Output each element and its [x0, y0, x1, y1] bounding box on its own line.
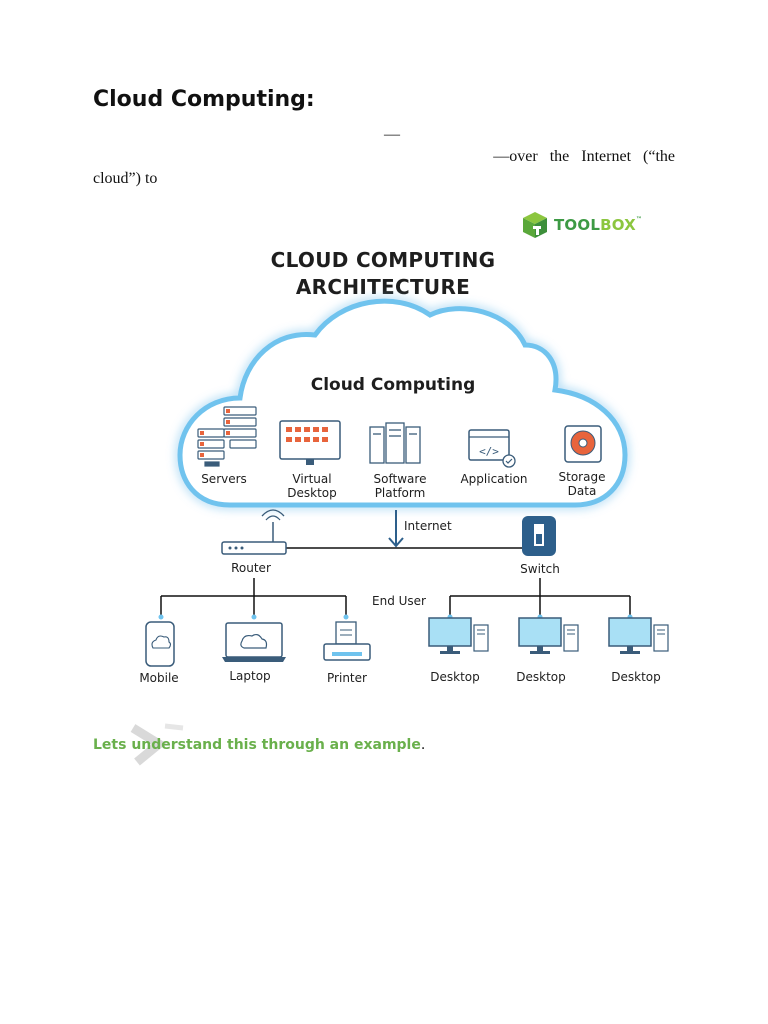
end-user-label: End User: [372, 594, 426, 608]
storage-data-icon: [564, 425, 602, 463]
body-text-line: cloud”) to: [93, 170, 158, 187]
internet-label: Internet: [404, 519, 452, 533]
device-label: Laptop: [229, 669, 270, 683]
toolbox-cube-icon: [523, 212, 547, 238]
cloud-item-label: Data: [568, 484, 597, 498]
text-dash: —: [384, 126, 400, 143]
cloud-item-label: Platform: [375, 486, 426, 500]
toolbox-logo: TOOLBOX™: [522, 211, 642, 239]
cloud-item-label: Storage: [559, 470, 606, 484]
cloud-item-label: Servers: [201, 472, 247, 486]
end-user-tree-right: [449, 578, 631, 618]
chevron-watermark-icon: [130, 723, 184, 766]
svg-text:</>: </>: [479, 445, 499, 458]
switch-icon: [522, 516, 556, 556]
laptop-icon: [222, 622, 286, 662]
diagram-title-line1: CLOUD COMPUTING: [270, 248, 496, 272]
diagram-title-line2: ARCHITECTURE: [295, 275, 471, 299]
device-label: Mobile: [139, 671, 178, 685]
desktop-icon: [608, 617, 669, 654]
body-text-line: —over the Internet (“the: [493, 148, 675, 165]
software-platform-icon: [369, 422, 421, 464]
mobile-icon: [145, 621, 175, 667]
cloud-label: Cloud Computing: [311, 375, 476, 395]
cloud-architecture-diagram: Cloud Computing </>: [139, 298, 669, 685]
device-label: Desktop: [430, 670, 480, 684]
router-label: Router: [231, 561, 271, 575]
switch-label: Switch: [520, 562, 560, 576]
example-text: Lets understand this through an example.: [93, 737, 426, 753]
device-label: Desktop: [611, 670, 661, 684]
router-icon: [221, 509, 287, 555]
desktop-icon: [428, 617, 489, 654]
application-icon: </>: [468, 429, 516, 468]
toolbox-wordmark: TOOLBOX™: [554, 216, 643, 234]
cloud-item-label: Desktop: [287, 486, 337, 500]
desktop-icon: [518, 617, 579, 654]
page-heading: Cloud Computing:: [93, 87, 315, 112]
virtual-desktop-icon: [279, 420, 341, 465]
cloud-item-label: Software: [374, 472, 427, 486]
servers-icon: [197, 406, 257, 467]
internet-arrow: [388, 510, 404, 548]
device-label: Printer: [327, 671, 367, 685]
device-label: Desktop: [516, 670, 566, 684]
printer-icon: [323, 621, 371, 661]
cloud-item-label: Virtual: [292, 472, 331, 486]
end-user-tree-left: [160, 578, 347, 618]
cloud-item-label: Application: [460, 472, 527, 486]
